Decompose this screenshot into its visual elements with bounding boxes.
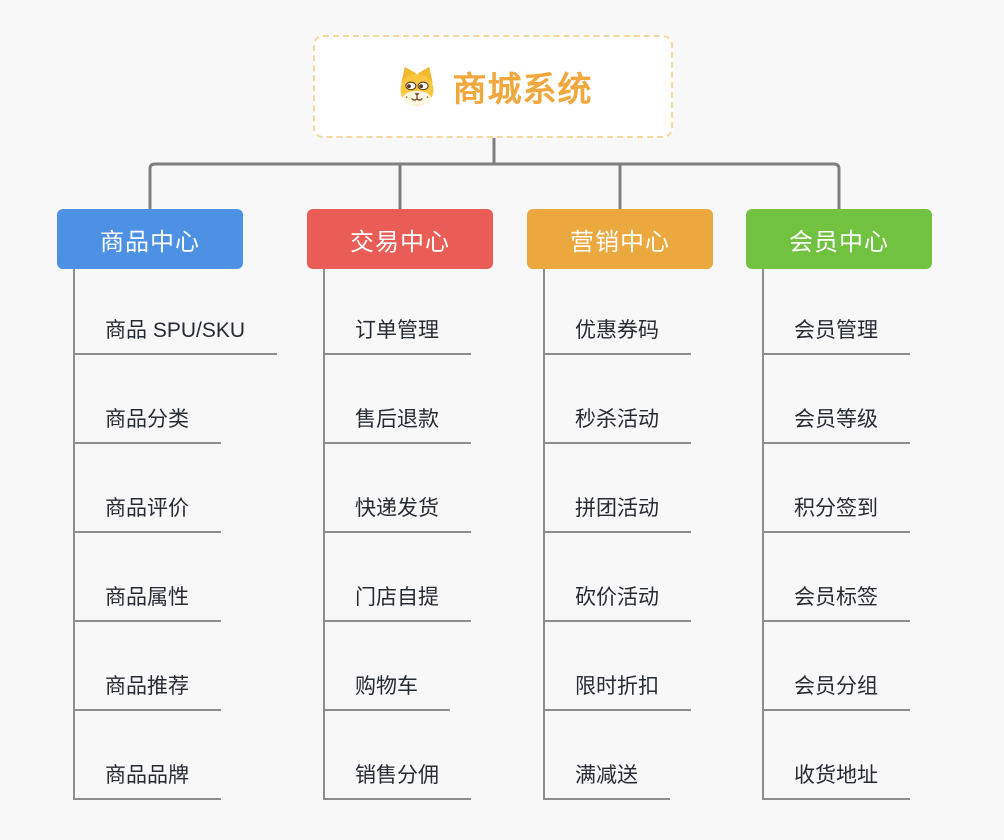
branch-label: 会员中心 xyxy=(789,228,889,256)
subtopic-member-center-2[interactable]: 积分签到 xyxy=(762,494,910,533)
subtopic-member-center-4[interactable]: 会员分组 xyxy=(762,672,910,711)
branch-label: 商品中心 xyxy=(100,228,200,256)
subtopic-marketing-center-2[interactable]: 拼团活动 xyxy=(543,494,691,533)
subtopic-marketing-center-4[interactable]: 限时折扣 xyxy=(543,672,691,711)
subtopic-product-center-1[interactable]: 商品分类 xyxy=(73,405,221,444)
subtopic-product-center-4[interactable]: 商品推荐 xyxy=(73,672,221,711)
subtopic-trade-center-0[interactable]: 订单管理 xyxy=(323,316,471,355)
branch-node-trade-center[interactable]: 交易中心 xyxy=(307,209,493,269)
subtopic-product-center-2[interactable]: 商品评价 xyxy=(73,494,221,533)
column-trunk-line xyxy=(73,269,75,800)
column-trunk-line xyxy=(323,269,325,800)
subtopic-member-center-0[interactable]: 会员管理 xyxy=(762,316,910,355)
branch-rail-line xyxy=(148,162,841,210)
subtopic-trade-center-1[interactable]: 售后退款 xyxy=(323,405,471,444)
subtopic-member-center-1[interactable]: 会员等级 xyxy=(762,405,910,444)
subtopic-trade-center-5[interactable]: 销售分佣 xyxy=(323,761,471,800)
subtopic-trade-center-3[interactable]: 门店自提 xyxy=(323,583,471,622)
subtopic-marketing-center-0[interactable]: 优惠券码 xyxy=(543,316,691,355)
branch-node-member-center[interactable]: 会员中心 xyxy=(746,209,932,269)
root-title: 商城系统 xyxy=(452,71,593,109)
branch-label: 交易中心 xyxy=(350,228,450,256)
subtopic-member-center-5[interactable]: 收货地址 xyxy=(762,761,910,800)
branch-label: 营销中心 xyxy=(570,228,670,256)
subtopic-marketing-center-3[interactable]: 砍价活动 xyxy=(543,583,691,622)
subtopic-product-center-5[interactable]: 商品品牌 xyxy=(73,761,221,800)
dog-face-icon xyxy=(394,64,440,110)
subtopic-trade-center-2[interactable]: 快递发货 xyxy=(323,494,471,533)
connector-group xyxy=(148,138,841,210)
subtopic-product-center-3[interactable]: 商品属性 xyxy=(73,583,221,622)
subtopic-product-center-0[interactable]: 商品 SPU/SKU xyxy=(73,316,278,355)
root-node[interactable]: 商城系统 xyxy=(313,35,673,138)
column-trunk-line xyxy=(762,269,764,800)
subtopic-marketing-center-5[interactable]: 满减送 xyxy=(543,761,670,800)
branch-node-marketing-center[interactable]: 营销中心 xyxy=(527,209,713,269)
subtopic-member-center-3[interactable]: 会员标签 xyxy=(762,583,910,622)
branch-node-product-center[interactable]: 商品中心 xyxy=(57,209,243,269)
subtopic-trade-center-4[interactable]: 购物车 xyxy=(323,672,450,711)
column-trunk-line xyxy=(543,269,545,800)
subtopic-marketing-center-1[interactable]: 秒杀活动 xyxy=(543,405,691,444)
